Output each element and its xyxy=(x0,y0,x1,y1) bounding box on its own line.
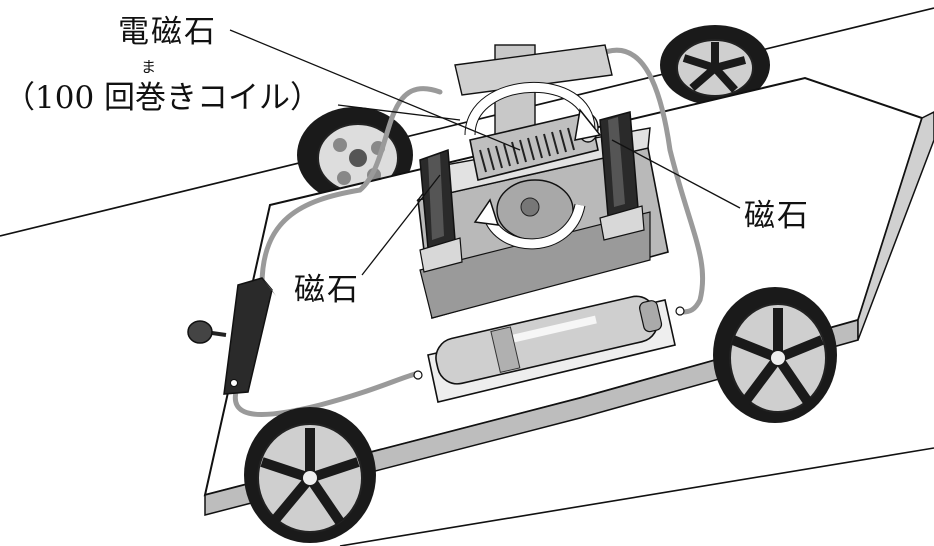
wires xyxy=(232,47,706,417)
magnet-right xyxy=(599,111,645,241)
switch-icon xyxy=(187,277,276,395)
wheel-icon xyxy=(244,407,376,543)
label-magnet-right: 磁石 xyxy=(744,198,810,234)
wheel-icon xyxy=(660,25,770,105)
label-electromagnet: 電磁石 xyxy=(118,14,217,50)
rotation-arrowhead xyxy=(473,108,602,226)
leader-lines xyxy=(229,29,741,276)
battery-icon xyxy=(413,295,685,403)
label-coil-note: （100 回巻きコイル） xyxy=(4,80,322,116)
rotation-arrow-icon xyxy=(464,82,596,250)
wheel-icon xyxy=(713,287,837,423)
label-furigana: ま xyxy=(141,58,157,76)
magnet-left xyxy=(419,148,463,273)
label-magnet-left: 磁石 xyxy=(294,272,360,308)
